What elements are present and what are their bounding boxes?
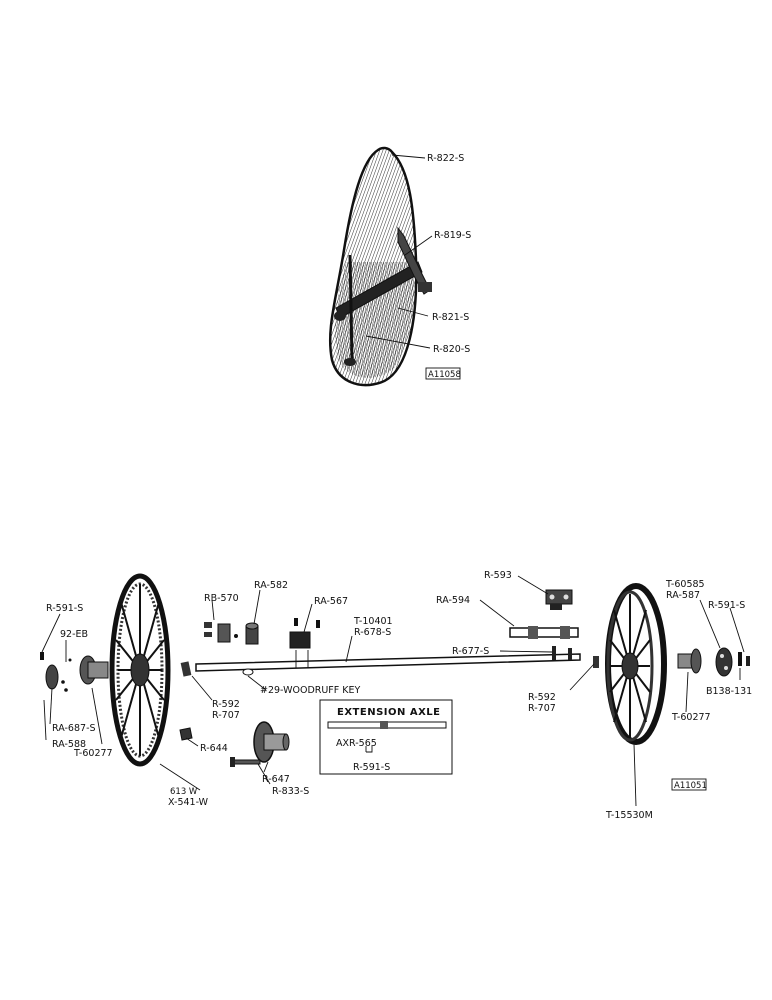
label-r821s: R-821-S [432, 312, 469, 323]
rb570-drawing [204, 622, 238, 643]
r644-drawing [179, 727, 193, 741]
label-92eb: 92-EB [60, 629, 88, 640]
label-r591s-left: R-591-S [46, 603, 83, 614]
label-r593: R-593 [484, 570, 512, 581]
ra567-drawing [289, 618, 320, 668]
inset-part: AXR-565 [336, 738, 377, 749]
label-t15530m: T-15530M [605, 810, 653, 821]
label-r591s-right: R-591-S [708, 600, 745, 611]
label-ra687s: RA-687-S [52, 723, 96, 734]
label-r592-right: R-592 [528, 692, 556, 703]
ra582-drawing [245, 622, 259, 645]
label-r644: R-644 [200, 743, 228, 754]
right-cap-drawing [715, 647, 750, 677]
label-r647: R-647 [262, 774, 290, 785]
label-ra594: RA-594 [436, 595, 470, 606]
ra594-drawing [509, 626, 579, 639]
label-r592-left: R-592 [212, 699, 240, 710]
label-t60277-left: T-60277 [73, 748, 113, 759]
label-t60585: T-60585 [665, 579, 705, 590]
figure-code-bottom: A11051 [674, 781, 707, 791]
label-rb570: RB-570 [204, 593, 239, 604]
label-t10401: T-10401 [353, 616, 393, 627]
r833s-drawing [230, 757, 261, 767]
label-r833s: R-833-S [272, 786, 309, 797]
main-axle-drawing [195, 653, 581, 672]
label-ra582: RA-582 [254, 580, 288, 591]
figure-code-top: A11058 [428, 370, 461, 380]
left-cap-drawing [45, 664, 59, 690]
inset-title: EXTENSION AXLE [337, 707, 441, 718]
left-wheel-drawing [109, 573, 171, 767]
r593-drawing [545, 589, 573, 610]
label-r678s: R-678-S [354, 627, 391, 638]
label-r819s: R-819-S [434, 230, 471, 241]
label-r707-right: R-707 [528, 703, 556, 714]
inset-sub-part: R-591-S [353, 762, 390, 773]
r647-drawing [253, 721, 290, 763]
right-hub-drawing [677, 648, 702, 674]
label-r707-left: R-707 [212, 710, 240, 721]
label-woodruff-key: #29-WOODRUFF KEY [260, 685, 360, 696]
label-t60277-right: T-60277 [671, 712, 711, 723]
label-ra588: RA-588 [52, 739, 86, 750]
seat-assembly: R-822-S R-819-S R-821-S R-820-S A11058 [328, 146, 471, 387]
label-ra567: RA-567 [314, 596, 348, 607]
left-hub-drawing [79, 655, 109, 685]
label-ra587: RA-587 [666, 590, 700, 601]
label-b138-131: B138-131 [706, 686, 752, 697]
label-r822s: R-822-S [427, 153, 464, 164]
label-r677s: R-677-S [452, 646, 489, 657]
axle-assembly: EXTENSION AXLE AXR-565 R-591-S [40, 570, 752, 821]
right-wheel-drawing [605, 583, 667, 745]
label-r820s: R-820-S [433, 344, 470, 355]
label-613w: 613 W [170, 787, 198, 797]
label-x541w: X-541-W [168, 797, 209, 808]
extension-axle-inset: EXTENSION AXLE AXR-565 R-591-S [319, 699, 453, 775]
